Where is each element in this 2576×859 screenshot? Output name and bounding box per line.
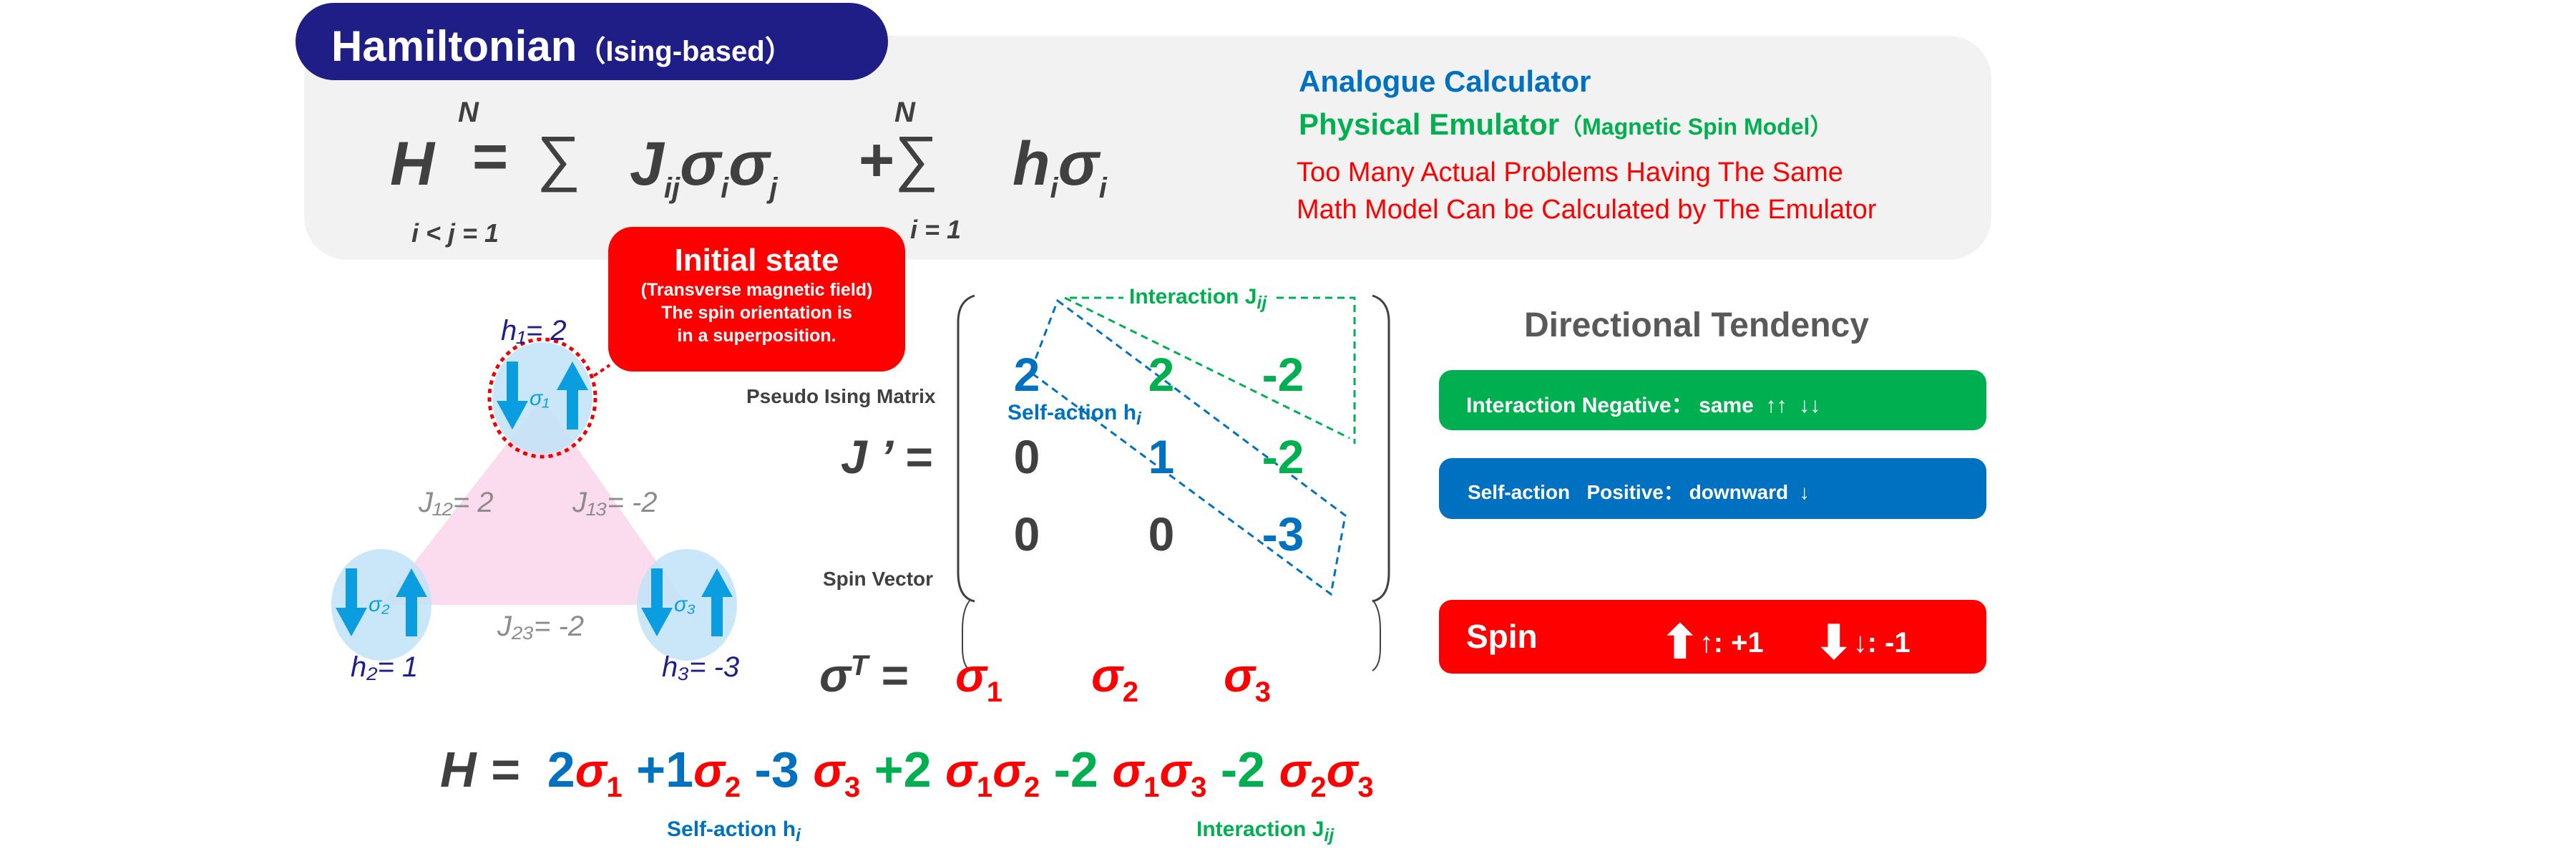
matrix-cell: 0 — [1013, 508, 1040, 560]
J23-label: J₂₃= -2 — [497, 611, 585, 642]
spin-vector-label: Spin Vector — [823, 568, 934, 590]
spin-up-value: ⬆↑: +1 — [1661, 616, 1764, 668]
title-pill: Hamiltonian（Ising-based） — [296, 3, 888, 80]
interaction-label: Interaction Jij — [1123, 285, 1273, 314]
title-paren: （Ising-based） — [577, 36, 794, 67]
matrix-name: J ’ = — [841, 430, 932, 483]
matrix-cell: -2 — [1262, 348, 1304, 401]
tendency-title: Directional Tendency — [1524, 306, 1869, 344]
lower-2: i = 1 — [910, 215, 962, 244]
term1: Jijσiσj — [630, 130, 778, 205]
sum-1: ∑ — [537, 124, 581, 193]
h1-label: h₁= 2 — [501, 315, 567, 346]
formula-plus: + — [859, 126, 895, 195]
matrix-right-bracket — [1372, 294, 1390, 603]
formula-H: H — [390, 130, 435, 198]
matrix-cell: 2 — [1013, 348, 1040, 401]
interaction-negative-text: Interaction Negative： same ↑↑ ↓↓ — [1466, 394, 1821, 417]
self-action-region — [1029, 299, 1347, 596]
sum-2: ∑ — [894, 124, 939, 193]
h2-label: h₂= 1 — [351, 651, 419, 683]
bottom-interaction-label: Interaction Jij — [1196, 817, 1335, 845]
down-arrow-icon — [641, 568, 673, 636]
down-arrow-icon — [336, 568, 367, 636]
matrix-left-bracket — [957, 294, 975, 603]
big-up-arrow-icon: ⬆ — [1661, 616, 1699, 668]
callout-line2: The spin orientation is — [661, 303, 852, 323]
interaction-negative-box: Interaction Negative： same ↑↑ ↓↓ — [1439, 370, 1986, 430]
matrix-cell: 2 — [1148, 348, 1175, 401]
title: Hamiltonian — [331, 22, 577, 70]
matrix-label: Pseudo Ising Matrix — [746, 385, 936, 407]
matrix-cell: 1 — [1148, 430, 1175, 483]
physical-emulator: Physical Emulator（Magnetic Spin Model） — [1299, 107, 1833, 141]
J12-label: J₁₂= 2 — [419, 487, 494, 518]
spin-box: Spin ⬆↑: +1 ⬇↓: -1 — [1439, 600, 1986, 674]
spin-arrows — [336, 361, 733, 636]
sigma2-node-label: σ₂ — [369, 593, 390, 616]
matrix-cell: -2 — [1262, 430, 1304, 483]
initial-state-callout: Initial state (Transverse magnetic field… — [608, 227, 905, 372]
lower-1: i < j = 1 — [411, 218, 499, 248]
formula-N2: N — [894, 97, 915, 128]
interaction-triangle — [381, 398, 687, 605]
spin-down-value: ⬇↓: -1 — [1815, 616, 1911, 668]
up-arrow-icon — [557, 361, 588, 430]
sigma-2: σ2 — [1091, 649, 1139, 709]
up-arrow-icon — [396, 568, 427, 636]
formula-eq: = — [472, 122, 509, 191]
matrix-cell: 0 — [1148, 508, 1175, 560]
big-down-arrow-icon: ⬇ — [1815, 616, 1853, 668]
callout-title: Initial state — [674, 243, 839, 278]
down-arrow-icon — [497, 361, 528, 430]
up-arrow-icon — [701, 568, 733, 636]
interaction-region — [1064, 296, 1356, 444]
description-line1: Too Many Actual Problems Having The Same — [1297, 157, 1843, 188]
bottom-self-action-label: Self-action hi — [667, 817, 801, 845]
h3-label: h₃= -3 — [662, 651, 740, 683]
callout-line1: (Transverse magnetic field) — [640, 280, 873, 300]
matrix-cell: -3 — [1262, 508, 1304, 560]
expanded-hamiltonian: H = 2σ1 +1σ2 -3 σ3 +2 σ1σ2 -2 σ1σ3 -2 σ2… — [440, 742, 1374, 804]
J13-label: J₁₃= -2 — [572, 487, 658, 518]
sigma1-node-label: σ₁ — [530, 387, 550, 410]
callout-pointer — [592, 364, 611, 377]
sigma-1: σ1 — [955, 649, 1003, 709]
spin-label: Spin — [1466, 618, 1538, 655]
matrix-cell: 0 — [1013, 430, 1040, 483]
callout-line3: in a superposition. — [677, 326, 836, 346]
self-action-box: Self-action Positive： downward ↓ — [1439, 458, 1986, 519]
term2: hiσi — [1013, 130, 1107, 205]
sigma3-node-label: σ₃ — [674, 593, 696, 616]
spin-vector-name: σT = — [819, 649, 909, 702]
vector-left-bracket — [962, 599, 971, 671]
sigma-3: σ3 — [1224, 649, 1272, 709]
self-action-text: Self-action Positive： downward ↓ — [1468, 481, 1810, 503]
self-action-label: Self-action hi — [1008, 401, 1141, 429]
formula-N1: N — [458, 97, 479, 128]
vector-right-bracket — [1372, 599, 1381, 671]
analogue-calculator: Analogue Calculator — [1299, 64, 1591, 98]
description-line2: Math Model Can be Calculated by The Emul… — [1297, 195, 1877, 225]
superposition-ring — [487, 337, 597, 459]
